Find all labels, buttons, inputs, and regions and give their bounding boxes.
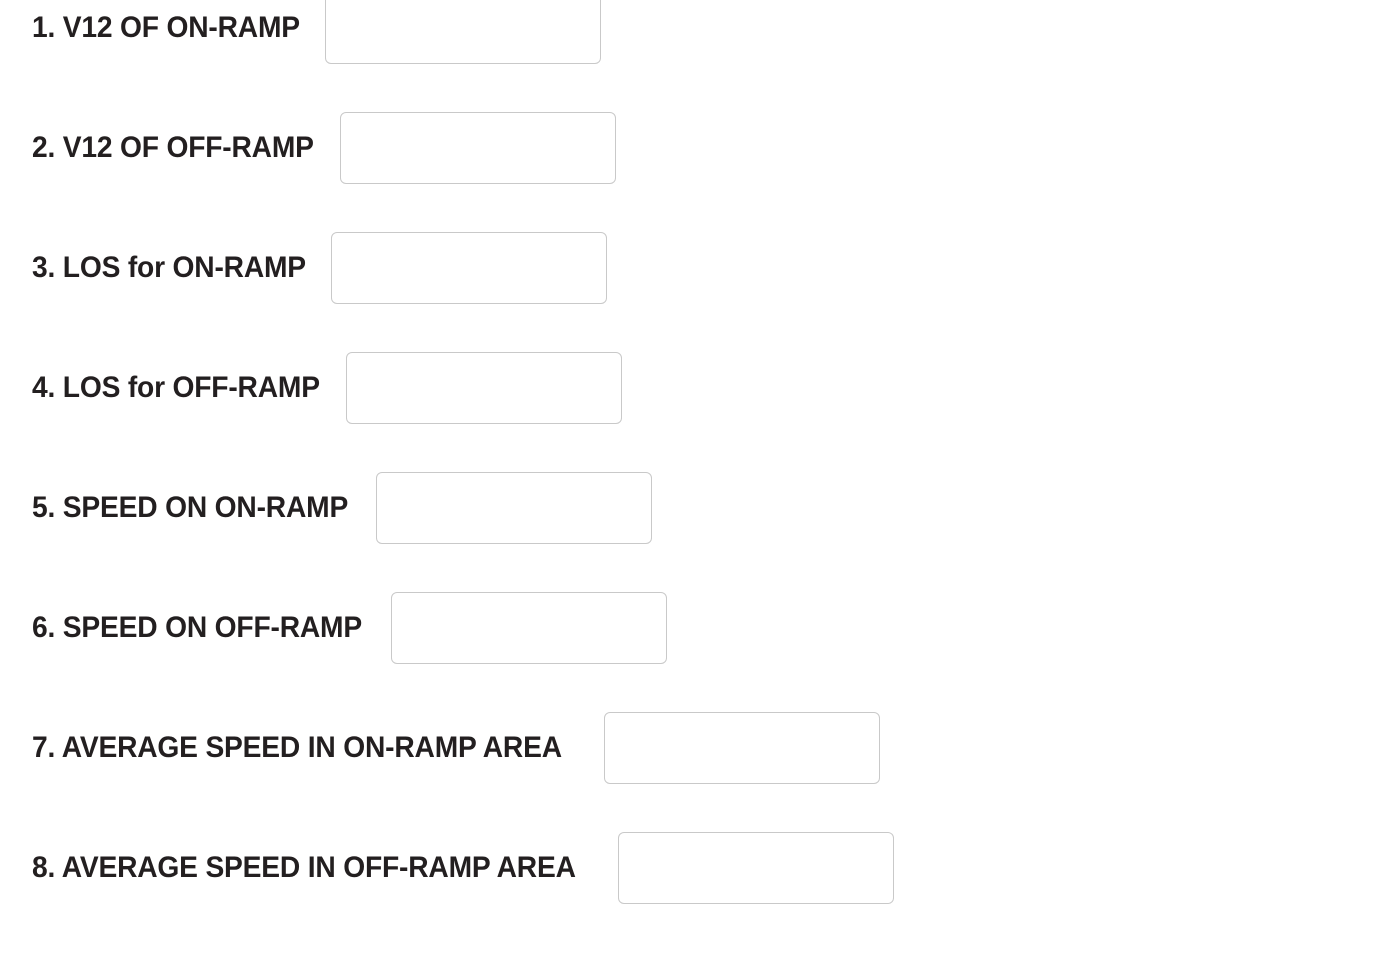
form-row-3: 3. LOS for ON-RAMP <box>32 232 608 304</box>
form-row-4: 4. LOS for OFF-RAMP <box>32 352 623 424</box>
form-row-5-input[interactable] <box>376 472 653 544</box>
form-row-2-input[interactable] <box>339 112 616 184</box>
form-row-1-input[interactable] <box>324 0 601 64</box>
form-row-1: 1. V12 OF ON-RAMP <box>32 0 601 64</box>
form-row-6-label: 6. SPEED ON OFF-RAMP <box>32 611 362 644</box>
form-row-6-input[interactable] <box>391 592 668 664</box>
form-row-4-label: 4. LOS for OFF-RAMP <box>32 371 320 404</box>
form-row-1-label: 1. V12 OF ON-RAMP <box>32 11 300 44</box>
form-row-5: 5. SPEED ON ON-RAMP <box>32 472 653 544</box>
form-row-3-input[interactable] <box>331 232 608 304</box>
form-row-5-label: 5. SPEED ON ON-RAMP <box>32 491 349 524</box>
form-row-8: 8. AVERAGE SPEED IN OFF-RAMP AREA <box>32 832 895 904</box>
form-row-8-label: 8. AVERAGE SPEED IN OFF-RAMP AREA <box>32 851 576 884</box>
form-row-8-input[interactable] <box>618 832 895 904</box>
form-row-6: 6. SPEED ON OFF-RAMP <box>32 592 668 664</box>
form-row-7-input[interactable] <box>603 712 880 784</box>
form-row-7-label: 7. AVERAGE SPEED IN ON-RAMP AREA <box>32 731 562 764</box>
form-row-2-label: 2. V12 OF OFF-RAMP <box>32 131 314 164</box>
form-row-2: 2. V12 OF OFF-RAMP <box>32 112 616 184</box>
form-row-4-input[interactable] <box>346 352 623 424</box>
form-row-3-label: 3. LOS for ON-RAMP <box>32 251 306 284</box>
form-row-7: 7. AVERAGE SPEED IN ON-RAMP AREA <box>32 712 880 784</box>
